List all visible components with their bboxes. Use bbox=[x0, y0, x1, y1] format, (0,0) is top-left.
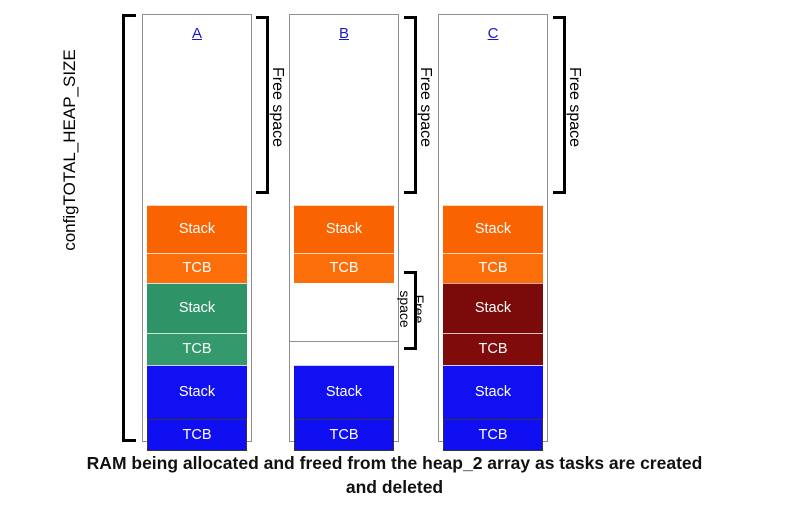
free-space-label-c: Free space bbox=[566, 66, 583, 148]
memory-column-a: A Stack TCB Stack TCB Stack TCB bbox=[142, 14, 252, 451]
memory-column-c: C Stack TCB Stack TCB Stack TCB bbox=[438, 14, 548, 451]
free-space-bracket-a bbox=[256, 16, 269, 194]
heap-size-bracket bbox=[122, 14, 136, 442]
block-tcb-darkred-c: TCB bbox=[443, 333, 543, 365]
block-stack-orange-c: Stack bbox=[443, 205, 543, 253]
free-space-bracket-c bbox=[553, 16, 566, 194]
free-space-word-space: space bbox=[397, 290, 413, 328]
block-tcb-blue-b: TCB bbox=[294, 419, 394, 451]
column-header-b: B bbox=[338, 25, 349, 42]
figure-caption: RAM being allocated and freed from the h… bbox=[0, 452, 789, 499]
free-gap-divider-b bbox=[290, 341, 398, 342]
block-tcb-orange-c: TCB bbox=[443, 253, 543, 283]
block-stack-blue-c: Stack bbox=[443, 365, 543, 419]
caption-line-2: and deleted bbox=[345, 476, 444, 497]
block-tcb-orange-a: TCB bbox=[147, 253, 247, 283]
block-stack-orange-b: Stack bbox=[294, 205, 394, 253]
caption-line-1: RAM being allocated and freed from the h… bbox=[86, 453, 703, 473]
block-stack-blue-b: Stack bbox=[294, 365, 394, 419]
free-space-label-b-gap: Free space bbox=[397, 279, 427, 339]
block-stack-blue-a: Stack bbox=[147, 365, 247, 419]
block-stack-darkred-c: Stack bbox=[443, 283, 543, 333]
block-tcb-green-a: TCB bbox=[147, 333, 247, 365]
block-tcb-orange-b: TCB bbox=[294, 253, 394, 283]
block-stack-green-a: Stack bbox=[147, 283, 247, 333]
column-header-a: A bbox=[191, 25, 202, 42]
column-header-c: C bbox=[487, 25, 499, 42]
block-tcb-blue-a: TCB bbox=[147, 419, 247, 451]
memory-column-b: B Stack TCB Stack TCB bbox=[289, 14, 399, 451]
block-tcb-blue-c: TCB bbox=[443, 419, 543, 451]
free-space-label-a: Free space bbox=[269, 66, 286, 148]
block-stack-orange-a: Stack bbox=[147, 205, 247, 253]
free-space-bracket-b-gap bbox=[404, 271, 417, 350]
heap-size-label: configTOTAL_HEAP_SIZE bbox=[60, 49, 79, 251]
free-space-label-b-top: Free space bbox=[417, 66, 434, 148]
free-space-word-free: Free bbox=[411, 294, 427, 324]
free-space-bracket-b-top bbox=[404, 16, 417, 194]
